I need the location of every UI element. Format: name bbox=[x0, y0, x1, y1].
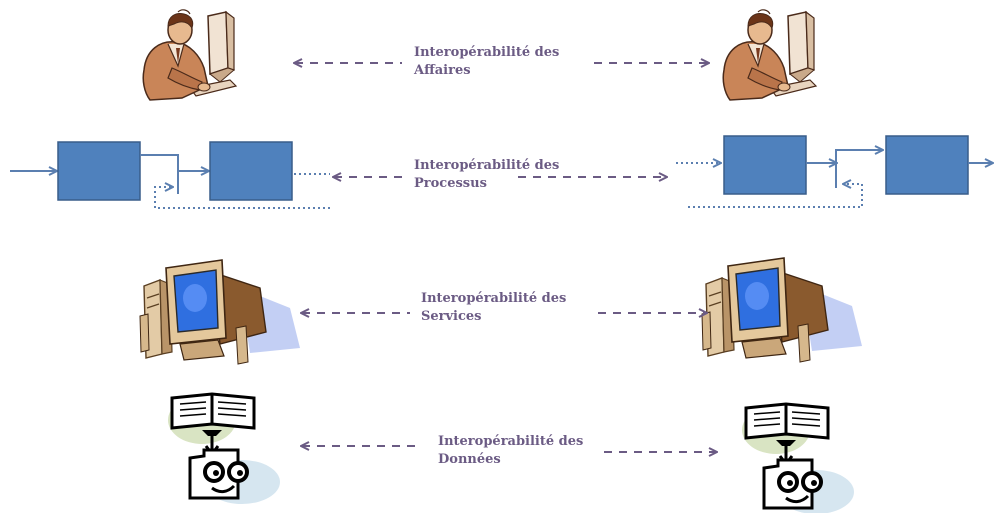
process-box-3 bbox=[723, 135, 807, 195]
label-services-line2: Services bbox=[421, 309, 482, 324]
label-donnees: Interopérabilité des Données bbox=[438, 433, 583, 469]
label-processus: Interopérabilité des Processus bbox=[414, 157, 559, 193]
process-flow-left bbox=[10, 141, 330, 209]
book-data-right-icon bbox=[740, 402, 856, 513]
label-donnees-line2: Données bbox=[438, 452, 501, 467]
businessman-right-icon bbox=[722, 9, 817, 101]
computer-right-icon bbox=[701, 257, 863, 363]
businessman-left-icon bbox=[142, 9, 237, 101]
label-services: Interopérabilité des Services bbox=[421, 290, 566, 326]
process-flow-right bbox=[676, 135, 992, 208]
book-data-left-icon bbox=[166, 392, 282, 506]
label-affaires-line1: Interopérabilité des bbox=[414, 45, 560, 60]
label-donnees-line1: Interopérabilité des bbox=[438, 434, 584, 449]
process-box-4 bbox=[885, 135, 969, 195]
process-box-1 bbox=[57, 141, 141, 201]
computer-left-icon bbox=[139, 259, 301, 365]
label-affaires-line2: Affaires bbox=[414, 63, 471, 78]
label-services-line1: Interopérabilité des bbox=[421, 291, 567, 306]
label-processus-line2: Processus bbox=[414, 176, 487, 191]
label-affaires: Interopérabilité des Affaires bbox=[414, 44, 559, 80]
process-box-2 bbox=[209, 141, 293, 201]
label-processus-line1: Interopérabilité des bbox=[414, 158, 560, 173]
